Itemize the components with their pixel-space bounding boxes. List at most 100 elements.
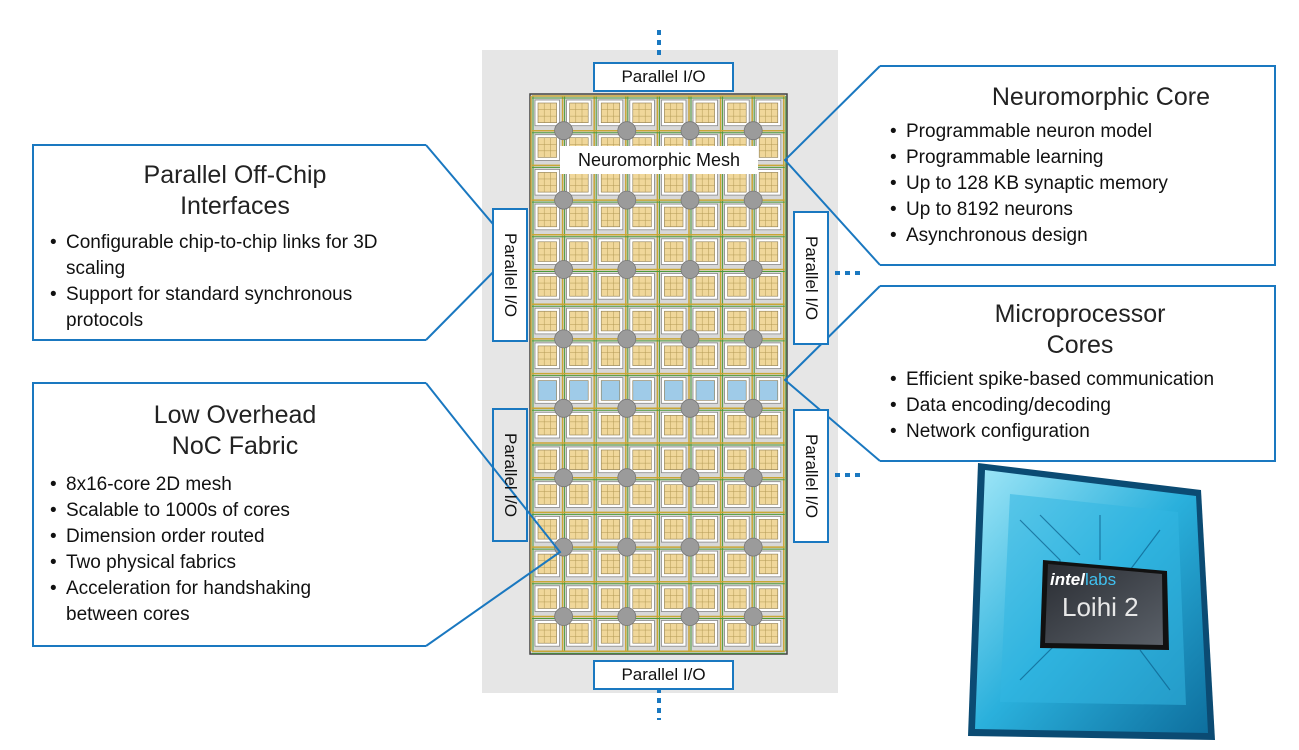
processor-core-fill <box>758 380 779 401</box>
micro-list: Efficient spike-based communication Data… <box>890 367 1270 445</box>
neuro-core-fill <box>632 172 652 193</box>
neuro-core-fill <box>695 241 715 262</box>
micro-box <box>880 285 1276 462</box>
neuro-core-fill <box>569 519 589 540</box>
noc-title: Low Overhead NoC Fabric <box>153 401 317 460</box>
neuro-core-fill <box>664 102 684 124</box>
noc-box <box>32 382 426 647</box>
router-node <box>617 398 637 418</box>
neuro-core-fill <box>569 172 589 193</box>
neuro-core-fill <box>664 345 684 366</box>
neuro-core-fill <box>632 241 652 262</box>
processor-core-fill <box>632 380 652 401</box>
router-node <box>743 537 763 557</box>
neuro-core-fill <box>537 276 557 297</box>
neuro-core-fill <box>695 276 715 297</box>
neuro-core-fill <box>537 172 557 193</box>
neuro-core-fill <box>537 623 557 644</box>
neuro-core-fill <box>537 102 557 124</box>
neuro-core-fill <box>664 206 684 228</box>
list-item: Network configuration <box>890 419 1270 445</box>
neuro-title: Neuromorphic Core <box>991 83 1210 111</box>
neuro-core-fill <box>600 449 621 471</box>
neuro-core-fill <box>600 276 621 297</box>
router-node <box>554 468 573 488</box>
router-node <box>554 260 573 279</box>
neuro-core-fill <box>727 276 747 297</box>
neuro-core-fill <box>695 623 715 644</box>
neuro-core-fill <box>600 241 621 262</box>
router-node <box>554 607 573 626</box>
noc-connector <box>425 382 562 647</box>
processor-core-fill <box>537 380 557 401</box>
neuro-core-fill <box>758 137 779 158</box>
neuro-core-fill <box>664 623 684 644</box>
callout-borders <box>32 65 1276 647</box>
neuro-core-fill <box>758 484 779 505</box>
chip-brand-main: intel <box>1050 570 1085 589</box>
noc-callout: Low Overhead NoC Fabric 8x16-core 2D mes… <box>50 400 420 628</box>
neuro-core-fill <box>758 588 779 609</box>
neuro-core-fill <box>632 414 652 436</box>
neuro-core-fill <box>664 588 684 609</box>
neuro-core-fill <box>537 206 557 228</box>
neuro-core-fill <box>695 310 715 332</box>
router-node <box>680 607 700 626</box>
neuro-core-fill <box>664 553 684 575</box>
neuro-core-fill <box>600 345 621 366</box>
neuro-core-fill <box>758 623 779 644</box>
parallel-io-left-upper: Parallel I/O <box>492 208 528 342</box>
neuro-core-fill <box>727 449 747 471</box>
neuro-core-fill <box>600 623 621 644</box>
micro-title: Microprocessor Cores <box>994 300 1166 359</box>
neuro-core-fill <box>569 276 589 297</box>
neuro-core-fill <box>727 310 747 332</box>
callout-connectors <box>425 65 881 647</box>
neuro-core-fill <box>727 414 747 436</box>
neuro-core-fill <box>664 414 684 436</box>
router-node <box>743 121 763 141</box>
neuro-core-fill <box>632 623 652 644</box>
offchip-list: Configurable chip-to-chip links for 3D s… <box>50 230 380 334</box>
neuro-core-fill <box>758 241 779 262</box>
processor-core-fill <box>727 380 747 401</box>
neuro-core-fill <box>758 553 779 575</box>
neuro-core-fill <box>569 241 589 262</box>
router-node <box>680 329 700 349</box>
neuro-core-fill <box>632 588 652 609</box>
neuro-core-fill <box>727 102 747 124</box>
neuro-core-fill <box>695 172 715 193</box>
router-node <box>617 329 637 349</box>
processor-core-fill <box>600 380 621 401</box>
neuro-core-fill <box>600 553 621 575</box>
neuro-core-fill <box>727 588 747 609</box>
neuro-core-fill <box>569 414 589 436</box>
neuro-core-fill <box>569 102 589 124</box>
parallel-io-right-upper: Parallel I/O <box>793 211 829 345</box>
neuro-core-fill <box>600 484 621 505</box>
list-item: Up to 128 KB synaptic memory <box>890 171 1270 197</box>
neuro-core-fill <box>727 519 747 540</box>
list-item: Data encoding/decoding <box>890 393 1270 419</box>
list-item: Asynchronous design <box>890 223 1270 249</box>
neuro-core-fill <box>600 519 621 540</box>
neuro-core-fill <box>727 553 747 575</box>
neuro-core-fill <box>695 588 715 609</box>
neuro-core-fill <box>569 345 589 366</box>
neuro-callout: Neuromorphic Core Programmable neuron mo… <box>890 82 1270 249</box>
list-item: Dimension order routed <box>50 524 360 550</box>
neuro-box <box>880 65 1276 266</box>
neuro-core-fill <box>569 623 589 644</box>
neuro-core-fill <box>695 484 715 505</box>
offchip-box <box>32 144 426 341</box>
parallel-io-bottom: Parallel I/O <box>593 660 734 690</box>
neuro-core-fill <box>727 345 747 366</box>
neuro-core-fill <box>664 310 684 332</box>
neuro-core-fill <box>758 345 779 366</box>
router-node <box>743 329 763 349</box>
list-item: Up to 8192 neurons <box>890 197 1270 223</box>
neuro-core-fill <box>537 414 557 436</box>
router-node <box>680 260 700 279</box>
list-item: 8x16-core 2D mesh <box>50 472 360 498</box>
router-node <box>554 398 573 418</box>
